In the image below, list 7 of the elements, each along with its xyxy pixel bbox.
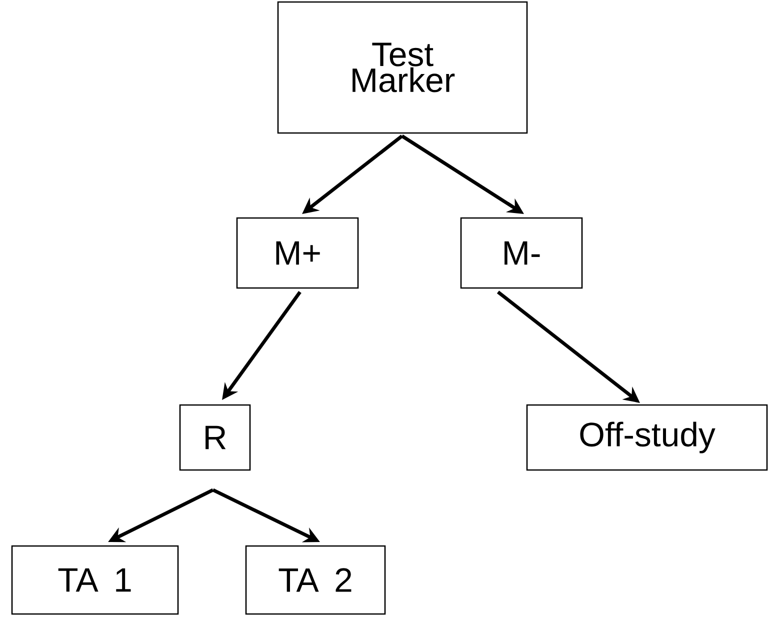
process-box: TA 2 [245, 545, 386, 615]
process-box: R [179, 404, 251, 471]
process-box: M- [460, 217, 583, 289]
process-box: TA 1 [11, 545, 179, 615]
process-box: Test Marker [277, 1, 528, 134]
process-box: Off-study [526, 404, 768, 471]
process-box: M+ [236, 217, 359, 289]
